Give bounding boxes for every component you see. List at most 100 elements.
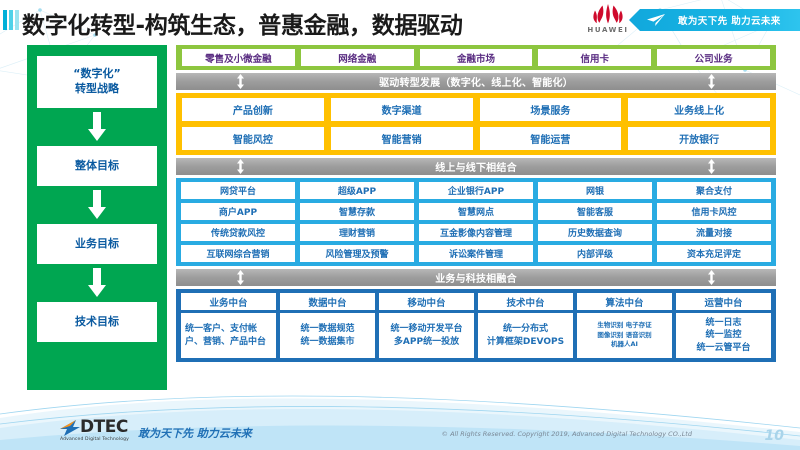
sidebar-item-digital-strategy[interactable]: “数字化” 转型战略 xyxy=(37,56,157,108)
connector-label: 驱动转型发展（数字化、线上化、智能化） xyxy=(379,78,573,89)
arrow-down-icon xyxy=(88,112,106,142)
business-goals-row: 商户APP 智慧存款 智慧网点 智能客服 信用卡风控 xyxy=(181,203,771,220)
business-goals-band: 网贷平台 超级APP 企业银行APP 网银 聚合支付 商户APP 智慧存款 智慧… xyxy=(176,178,776,266)
overall-goal-item[interactable]: 智能营销 xyxy=(330,127,473,150)
business-goal-item[interactable]: 历史数据查询 xyxy=(538,224,652,241)
sidebar-item-technology-goal[interactable]: 技术目标 xyxy=(37,302,157,342)
tech-goal-column: 数据中台 统一数据规范统一数据集市 xyxy=(280,293,375,358)
business-lines-band: 零售及小微金融 网络金融 金融市场 信用卡 公司业务 xyxy=(176,45,776,70)
business-goal-item[interactable]: 聚合支付 xyxy=(657,182,771,199)
sidebar-item-overall-goal[interactable]: 整体目标 xyxy=(37,146,157,186)
huawei-flower-icon xyxy=(593,4,623,24)
sidebar-item-label: 业务目标 xyxy=(75,236,119,250)
business-goal-item[interactable]: 理财营销 xyxy=(300,224,414,241)
tech-goal-column: 业务中台 统一客户、支付帐户、营销、产品中台 xyxy=(181,293,276,358)
page-number: 10 xyxy=(764,428,784,444)
dtec-logo: DTEC Advanced Digital Technology xyxy=(60,419,129,442)
tech-goal-column: 移动中台 统一移动开发平台多APP统一投放 xyxy=(379,293,474,358)
overall-goal-item[interactable]: 开放银行 xyxy=(628,127,770,150)
business-goal-item[interactable]: 企业银行APP xyxy=(419,182,533,199)
tech-goal-detail: 生物识别 电子存证图像识别 语音识别机器人AI xyxy=(577,313,672,358)
up-down-arrow-icon xyxy=(237,270,244,285)
slide-header: 数字化转型-构筑生态，普惠金融，数据驱动 HUAWEI 敢为天下先 助力云未来 xyxy=(0,0,800,40)
tech-goal-title[interactable]: 业务中台 xyxy=(181,293,276,310)
tech-goal-column: 技术中台 统一分布式计算框架DEVOPS xyxy=(478,293,573,358)
overall-goal-item[interactable]: 智能运营 xyxy=(479,127,622,150)
sidebar-item-label: 技术目标 xyxy=(75,314,119,328)
business-goal-item[interactable]: 信用卡风控 xyxy=(657,203,771,220)
campaign-ribbon: 敢为天下先 助力云未来 xyxy=(629,9,800,31)
business-goal-item[interactable]: 互金影像内容管理 xyxy=(419,224,533,241)
business-goal-item[interactable]: 互联网综合营销 xyxy=(181,245,295,262)
connector-label: 业务与科技相融合 xyxy=(435,274,517,285)
business-goal-item[interactable]: 传统贷款风控 xyxy=(181,224,295,241)
sidebar-item-label-line1: “数字化” xyxy=(73,67,121,81)
connector-bar-business-tech-fusion: 业务与科技相融合 xyxy=(176,269,776,286)
tech-goals-grid: 业务中台 统一客户、支付帐户、营销、产品中台 数据中台 统一数据规范统一数据集市… xyxy=(181,293,771,358)
tech-goal-title[interactable]: 数据中台 xyxy=(280,293,375,310)
main-diagram: 零售及小微金融 网络金融 金融市场 信用卡 公司业务 驱动转型发展（数字化、线上… xyxy=(176,45,776,362)
tech-goal-title[interactable]: 技术中台 xyxy=(478,293,573,310)
business-goal-item[interactable]: 网贷平台 xyxy=(181,182,295,199)
huawei-logo: HUAWEI xyxy=(578,2,638,38)
overall-goal-item[interactable]: 业务线上化 xyxy=(628,98,770,121)
tech-goal-detail: 统一移动开发平台多APP统一投放 xyxy=(379,313,474,358)
strategy-sidebar: “数字化” 转型战略 整体目标 业务目标 技术目标 xyxy=(27,45,167,390)
business-goal-item[interactable]: 诉讼案件管理 xyxy=(419,245,533,262)
dtec-wordmark: DTEC xyxy=(80,417,128,437)
business-goal-item[interactable]: 资本充足评定 xyxy=(657,245,771,262)
up-down-arrow-icon xyxy=(708,270,715,285)
title-accent-bars xyxy=(3,10,19,30)
overall-goal-item[interactable]: 产品创新 xyxy=(182,98,324,121)
overall-goal-item[interactable]: 智能风控 xyxy=(182,127,324,150)
business-goal-item[interactable]: 智慧存款 xyxy=(300,203,414,220)
sidebar-item-label-line2: 转型战略 xyxy=(75,82,119,95)
up-down-arrow-icon xyxy=(708,159,715,174)
huawei-wordmark: HUAWEI xyxy=(587,26,629,34)
tech-goal-detail: 统一分布式计算框架DEVOPS xyxy=(478,313,573,358)
business-line-item[interactable]: 金融市场 xyxy=(419,49,533,66)
connector-bar-drive-transformation: 驱动转型发展（数字化、线上化、智能化） xyxy=(176,73,776,90)
sidebar-item-business-goal[interactable]: 业务目标 xyxy=(37,224,157,264)
business-goal-item[interactable]: 商户APP xyxy=(181,203,295,220)
tech-goal-detail: 统一数据规范统一数据集市 xyxy=(280,313,375,358)
ribbon-slogan: 敢为天下先 助力云未来 xyxy=(678,16,781,27)
tech-goal-column: 算法中台 生物识别 电子存证图像识别 语音识别机器人AI xyxy=(577,293,672,358)
connector-bar-online-offline: 线上与线下相结合 xyxy=(176,158,776,175)
business-line-item[interactable]: 零售及小微金融 xyxy=(182,49,295,66)
business-line-item[interactable]: 公司业务 xyxy=(657,49,770,66)
slide-footer: DTEC Advanced Digital Technology 敢为天下先 助… xyxy=(0,400,800,450)
tech-goal-detail: 统一客户、支付帐户、营销、产品中台 xyxy=(181,313,276,358)
business-goals-row: 传统贷款风控 理财营销 互金影像内容管理 历史数据查询 流量对接 xyxy=(181,224,771,241)
tech-goal-title[interactable]: 运营中台 xyxy=(676,293,771,310)
tech-goal-column: 运营中台 统一日志统一监控统一云管平台 xyxy=(676,293,771,358)
overall-goal-item[interactable]: 数字渠道 xyxy=(330,98,473,121)
arrow-down-icon xyxy=(88,190,106,220)
business-line-item[interactable]: 信用卡 xyxy=(538,49,652,66)
business-goal-item[interactable]: 智慧网点 xyxy=(419,203,533,220)
up-down-arrow-icon xyxy=(708,74,715,89)
tech-goal-title[interactable]: 移动中台 xyxy=(379,293,474,310)
paper-plane-icon xyxy=(647,14,665,26)
business-goals-row: 网贷平台 超级APP 企业银行APP 网银 聚合支付 xyxy=(181,182,771,199)
business-goal-item[interactable]: 流量对接 xyxy=(657,224,771,241)
tech-goal-title[interactable]: 算法中台 xyxy=(577,293,672,310)
sidebar-item-label: 整体目标 xyxy=(75,158,119,172)
business-goal-item[interactable]: 超级APP xyxy=(300,182,414,199)
dtec-mark-icon xyxy=(60,419,80,436)
dtec-brand: DTEC Advanced Digital Technology 敢为天下先 助… xyxy=(60,419,252,442)
copyright-text: © All Rights Reserved. Copyright 2019, A… xyxy=(441,430,692,438)
tech-goals-band: 业务中台 统一客户、支付帐户、营销、产品中台 数据中台 统一数据规范统一数据集市… xyxy=(176,289,776,362)
overall-goal-item[interactable]: 场景服务 xyxy=(479,98,622,121)
business-line-item[interactable]: 网络金融 xyxy=(300,49,414,66)
overall-goals-row: 智能风控 智能营销 智能运营 开放银行 xyxy=(182,127,770,150)
business-goal-item[interactable]: 风险管理及预警 xyxy=(300,245,414,262)
overall-goals-band: 产品创新 数字渠道 场景服务 业务线上化 智能风控 智能营销 智能运营 开放银行 xyxy=(176,93,776,155)
up-down-arrow-icon xyxy=(237,159,244,174)
business-goal-item[interactable]: 网银 xyxy=(538,182,652,199)
dtec-tagline: Advanced Digital Technology xyxy=(60,437,129,442)
business-goal-item[interactable]: 智能客服 xyxy=(538,203,652,220)
arrow-down-icon xyxy=(88,268,106,298)
business-goal-item[interactable]: 内部评级 xyxy=(538,245,652,262)
